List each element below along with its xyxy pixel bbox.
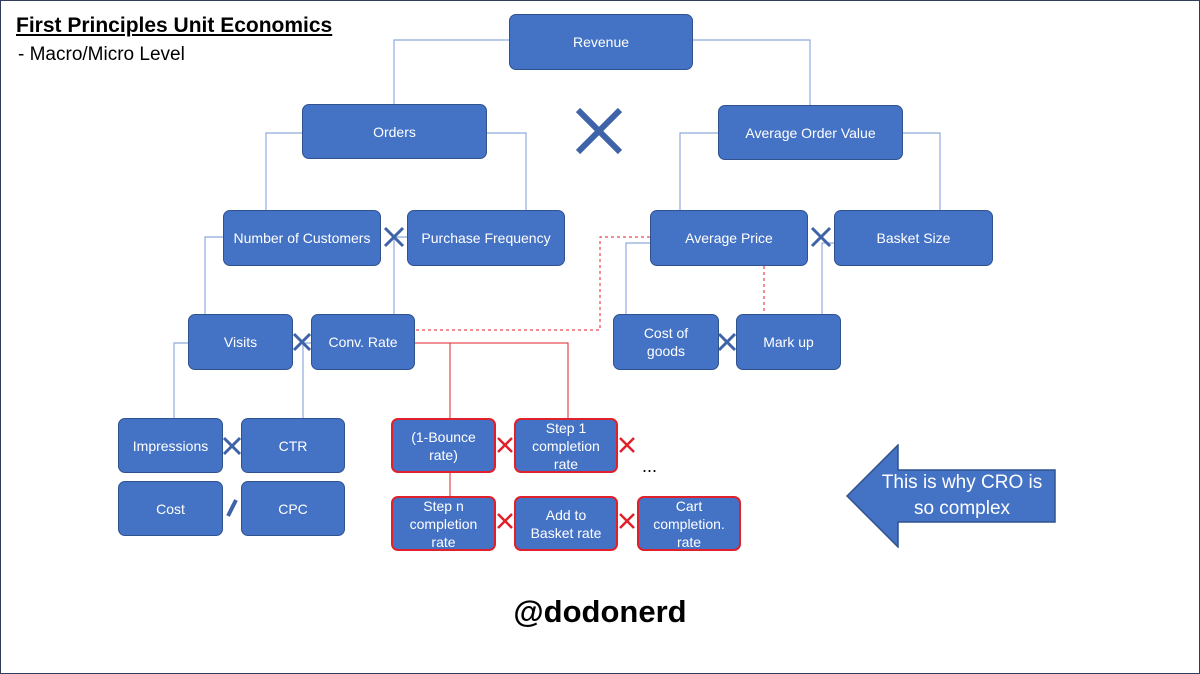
node-cost-of-goods: Cost of goods (613, 314, 719, 370)
node-cart-completion-rate: Cart completion. rate (637, 496, 741, 551)
link-revenue-aov (693, 39, 811, 105)
node-orders: Orders (302, 104, 487, 159)
link-orders-customers (265, 132, 302, 210)
link-orders-frequency (487, 132, 527, 210)
multiply-icon-red-1 (497, 437, 513, 453)
node-impressions: Impressions (118, 418, 223, 473)
multiply-icon-large-b (575, 107, 623, 155)
node-average-order-value: Average Order Value (718, 105, 903, 160)
divide-icon-cost-cpc (226, 499, 238, 517)
node-basket-size: Basket Size (834, 210, 993, 266)
author-handle: @dodonerd (513, 594, 687, 629)
multiply-icon-red-3 (497, 513, 513, 529)
callout-text: This is why CRO is so complex (881, 472, 1043, 519)
node-mark-up: Mark up (736, 314, 841, 370)
left-arrow-callout-shape (846, 444, 1056, 548)
multiply-icon-price-basket (810, 226, 832, 248)
link-revenue-orders (393, 39, 509, 104)
multiply-icon-impressions-ctr (222, 436, 242, 456)
slide-subtitle: - Macro/Micro Level (18, 44, 185, 65)
multiply-icon-red-4 (619, 513, 635, 529)
link-convrate-ctr (302, 342, 311, 418)
slide-title: First Principles Unit Economics (16, 14, 333, 37)
node-cpc: CPC (241, 481, 345, 536)
multiply-icon-cog-markup (717, 332, 737, 352)
multiply-icon-red-2 (619, 437, 635, 453)
ellipsis-more-steps: ... (642, 456, 658, 476)
node-conv-rate: Conv. Rate (311, 314, 415, 370)
node-step1-completion-rate: Step 1 completion rate (514, 418, 618, 473)
link-basket-markup (821, 242, 834, 314)
node-purchase-frequency: Purchase Frequency (407, 210, 565, 266)
link-aov-price (679, 132, 718, 210)
link-frequency-convrate (393, 236, 407, 314)
node-stepn-completion-rate: Step n completion rate (391, 496, 496, 551)
link-convrate-funnel (415, 342, 569, 418)
node-revenue: Revenue (509, 14, 693, 70)
node-visits: Visits (188, 314, 293, 370)
link-aov-basket (903, 132, 941, 210)
link-price-cog (625, 242, 650, 314)
multiply-icon-visits-convrate (292, 332, 312, 352)
node-bounce-rate: (1-Bounce rate) (391, 418, 496, 473)
link-dashed-price-convrate (415, 236, 650, 331)
node-add-to-basket-rate: Add to Basket rate (514, 496, 618, 551)
node-ctr: CTR (241, 418, 345, 473)
node-cost: Cost (118, 481, 223, 536)
link-customers-visits (204, 236, 223, 314)
node-number-of-customers: Number of Customers (223, 210, 381, 266)
multiply-icon-customers-frequency (383, 226, 405, 248)
node-average-price: Average Price (650, 210, 808, 266)
link-visits-impressions (173, 342, 188, 418)
